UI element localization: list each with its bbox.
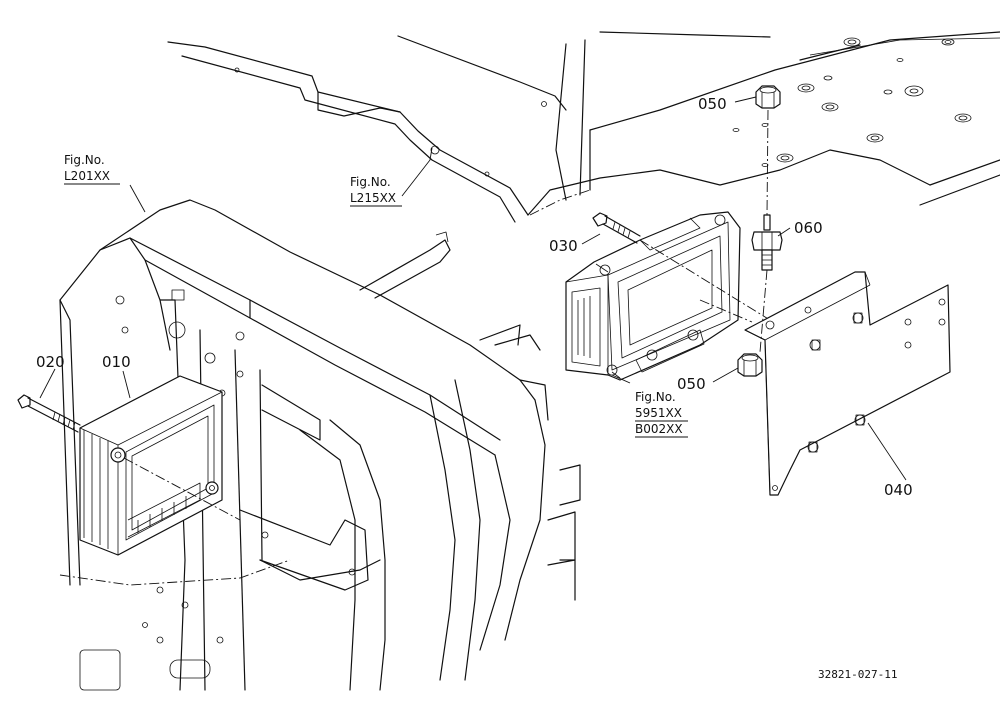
callout-labels: 020 010 030 050 060 050 040 xyxy=(36,95,913,499)
callout-050-lower: 050 xyxy=(677,375,706,393)
figref-l201-line2: L201XX xyxy=(64,169,110,183)
bolt-part-030 xyxy=(592,212,641,244)
figref-5951-line3: B002XX xyxy=(635,422,683,436)
bracket-part-040 xyxy=(744,271,951,496)
controller-part-010 xyxy=(79,375,223,556)
floor-bolt-holes xyxy=(732,37,972,163)
callout-060: 060 xyxy=(794,219,823,237)
callout-030: 030 xyxy=(549,237,578,255)
callout-050-top: 050 xyxy=(698,95,727,113)
figref-5951-line1: Fig.No. xyxy=(635,390,676,404)
callout-040: 040 xyxy=(884,481,913,499)
bolt-part-020 xyxy=(17,394,81,433)
drawing-number: 32821-027-11 xyxy=(818,668,897,681)
callout-020: 020 xyxy=(36,353,65,371)
figure-references: Fig.No. L201XX Fig.No. L215XX Fig.No. 59… xyxy=(64,153,688,438)
upper-floor-panel xyxy=(167,31,1000,223)
figref-l215-line2: L215XX xyxy=(350,191,396,205)
callout-010: 010 xyxy=(102,353,131,371)
leader-lines xyxy=(39,96,907,481)
cab-frame xyxy=(59,199,581,691)
cab-outline-dashed xyxy=(59,559,291,586)
stud-part-060 xyxy=(751,214,783,271)
figref-l215-line1: Fig.No. xyxy=(350,175,391,189)
figref-5951-line2: 5951XX xyxy=(635,406,682,420)
controller-module-5951 xyxy=(565,211,741,381)
figref-l201-line1: Fig.No. xyxy=(64,153,105,167)
nut-part-050-top xyxy=(755,85,781,109)
nut-part-050-lower xyxy=(737,353,763,377)
